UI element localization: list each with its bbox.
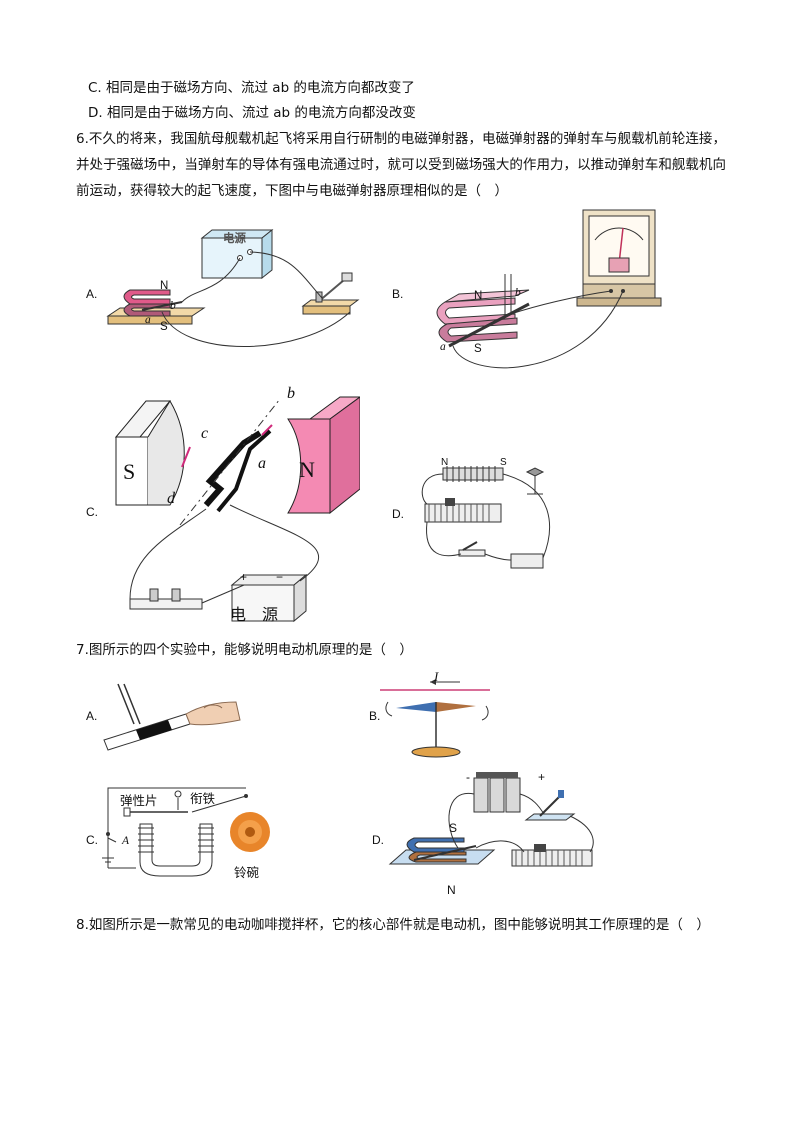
q7-figure-c	[102, 787, 270, 877]
q6a-n-label: N	[160, 280, 169, 292]
q6c-minus-label: −	[276, 570, 284, 584]
q8-stem: 8.如图所示是一款常见的电动咖啡搅拌杯，它的核心部件就是电动机，图中能够说明其工…	[76, 917, 710, 933]
q7d-n-label: N	[447, 883, 456, 897]
q7-option-b-label: B.	[369, 709, 381, 723]
q6-option-a-label: A.	[86, 287, 98, 301]
q6c-plus-label: +	[240, 570, 248, 584]
q6-option-b-label: B.	[392, 287, 404, 301]
q6a-power-label: 电源	[223, 233, 246, 245]
q6a-b-label: b	[170, 300, 176, 312]
q6-option-c-label: C.	[86, 505, 98, 519]
q7-option-c-label: C.	[86, 833, 98, 847]
q6a-s-label: S	[160, 321, 168, 333]
q6b-s-label: S	[474, 343, 482, 355]
q6d-s-label: S	[500, 457, 507, 468]
q6c-n-label: N	[299, 457, 315, 482]
q7c-bell-label: 铃碗	[234, 866, 260, 880]
q6-figure-a	[106, 228, 360, 347]
q7d-minus-label: -	[466, 770, 470, 784]
q5-option-c: C. 相同是由于磁场方向、流过 ab 的电流方向都改变了	[88, 80, 415, 96]
q7c-armature-label: 衔铁	[190, 792, 216, 806]
q6-stem: 6.不久的将来，我国航母舰载机起飞将采用自行研制的电磁弹射器，电磁弹射器的弹射车…	[76, 131, 726, 199]
q6-figure-d	[421, 466, 551, 569]
q6-figure-b	[436, 209, 662, 369]
q6c-a-label: a	[258, 455, 266, 472]
q6c-d-label: d	[167, 490, 175, 507]
q6c-power-label: 电 源	[230, 607, 279, 624]
q7-figure-a	[103, 683, 241, 751]
q6b-b-label: b	[515, 287, 521, 299]
q6c-s-label: S	[123, 459, 136, 484]
q5-option-d: D. 相同是由于磁场方向、流过 ab 的电流方向都没改变	[88, 105, 416, 121]
q6d-n-label: N	[441, 457, 449, 468]
q7-figure-b	[380, 679, 490, 758]
q7d-plus-label: +	[538, 770, 546, 784]
q7b-current-label: I	[434, 669, 439, 684]
q7c-spring-label: 弹性片	[120, 794, 158, 808]
q6b-n-label: N	[474, 290, 483, 302]
q6b-a-label: a	[440, 341, 446, 353]
q6a-a-label: a	[145, 314, 151, 326]
q6c-b-label: b	[287, 385, 295, 402]
q6-option-d-label: D.	[392, 507, 404, 521]
q7-figure-d	[388, 772, 594, 867]
q7c-a-label: A	[122, 835, 130, 847]
q7d-s-label: S	[449, 821, 458, 835]
q7-stem: 7.图所示的四个实验中，能够说明电动机原理的是（ ）	[76, 642, 413, 658]
q7-option-a-label: A.	[86, 709, 98, 723]
q6c-c-label: c	[201, 425, 209, 442]
q6-figure-c	[114, 396, 360, 623]
q7-option-d-label: D.	[372, 833, 384, 847]
